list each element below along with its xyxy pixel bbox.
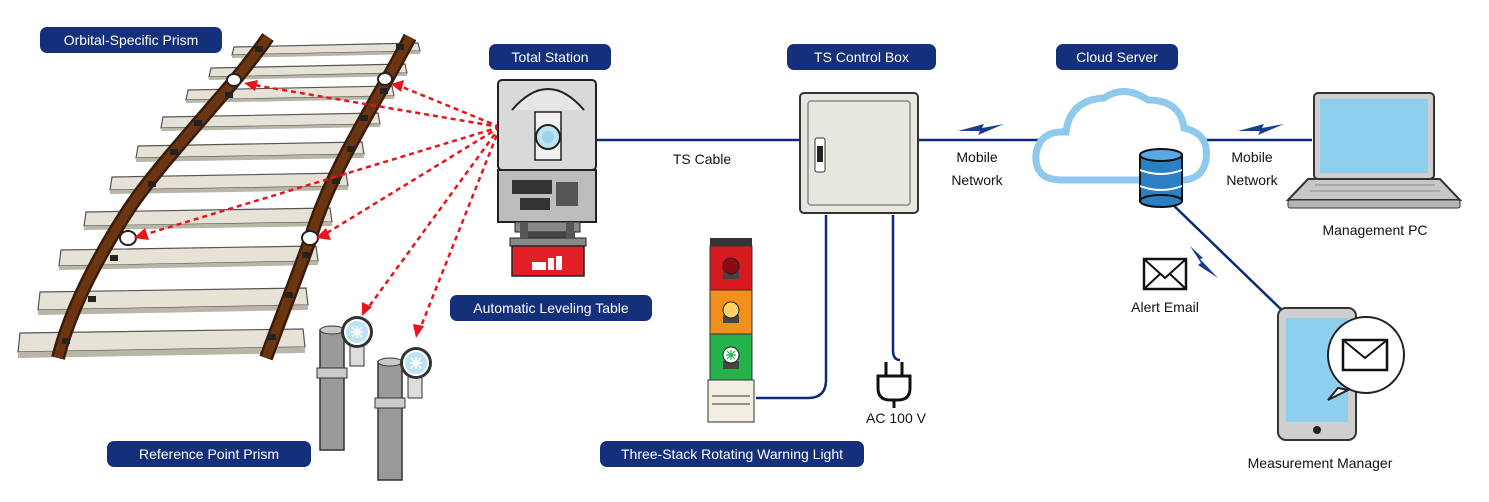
mobile-network-label-2: Mobile Network	[1211, 146, 1293, 192]
ts-control-box-label: TS Control Box	[787, 44, 936, 70]
ts-cable-label: TS Cable	[672, 151, 732, 167]
mobile-network-2-line2: Network	[1226, 172, 1278, 188]
orbital-prism-icon	[119, 72, 393, 246]
prism-pole-icon	[316, 316, 373, 451]
management-pc-label: Management PC	[1322, 222, 1428, 238]
alert-email-label: Alert Email	[1131, 299, 1199, 315]
laser-arrowheads	[134, 80, 424, 338]
measurement-manager-label: Measurement Manager	[1247, 455, 1393, 471]
laptop-icon	[1285, 92, 1463, 209]
orbital-prism-label: Orbital-Specific Prism	[40, 27, 222, 53]
ac-power-label: AC 100 V	[866, 410, 926, 426]
reference-point-prism-label: Reference Point Prism	[107, 441, 311, 467]
total-station-label: Total Station	[489, 44, 611, 70]
total-station-icon	[497, 79, 597, 242]
mobile-network-1-line2: Network	[951, 172, 1003, 188]
laser-lines	[139, 82, 502, 335]
leveling-table-icon	[509, 222, 587, 277]
warning-light-label: Three-Stack Rotating Warning Light	[600, 441, 864, 467]
prism-pole-icon	[374, 347, 432, 481]
cloud-server-label: Cloud Server	[1056, 44, 1178, 70]
mobile-network-2-line1: Mobile	[1231, 149, 1273, 165]
tablet-icon	[1277, 307, 1405, 441]
cables	[597, 138, 1312, 400]
automatic-leveling-table-label: Automatic Leveling Table	[450, 295, 652, 321]
plug-icon	[876, 362, 912, 408]
envelope-icon	[1142, 257, 1188, 291]
warning-light-icon	[707, 238, 755, 423]
rail-track	[17, 33, 421, 361]
mobile-network-label-1: Mobile Network	[936, 146, 1018, 192]
database-icon	[1139, 148, 1183, 208]
control-box-icon	[799, 92, 919, 214]
mobile-network-1-line1: Mobile	[956, 149, 998, 165]
lightning-icon	[958, 124, 1284, 278]
